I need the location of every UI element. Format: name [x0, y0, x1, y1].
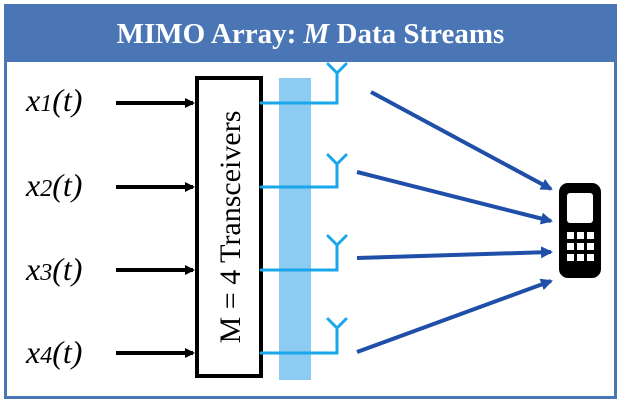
diagram-title: MIMO Array: M Data Streams [7, 7, 614, 62]
beam-arrow-1 [370, 90, 553, 191]
input-label-2: x2(t) [25, 167, 82, 203]
antenna-icon [326, 317, 348, 331]
title-prefix: MIMO Array: [116, 18, 304, 50]
title-italic: M [303, 18, 330, 50]
input-labels: x1(t) x2(t) x3(t) x4(t) [25, 82, 82, 370]
antenna-feed-1 [259, 62, 348, 105]
feed-network-bar [279, 78, 311, 380]
antenna-feed-2 [259, 153, 348, 189]
antenna-icon [326, 234, 348, 248]
input-label-4: x4(t) [25, 334, 82, 370]
title-suffix: Data Streams [329, 18, 505, 50]
transceiver-label: M = 4 Transceivers [214, 111, 247, 344]
transceiver-box [195, 76, 263, 378]
mobile-phone-icon [559, 183, 601, 278]
input-label-1: x1(t) [25, 82, 82, 118]
antenna-feed-4 [259, 317, 348, 355]
beam-arrow-2 [356, 170, 553, 225]
antenna-icon [326, 62, 348, 76]
antenna-icon [326, 153, 348, 167]
input-label-3: x3(t) [25, 251, 82, 287]
beam-arrow-3 [356, 246, 553, 260]
beam-arrow-4 [356, 278, 553, 354]
antenna-feed-3 [259, 234, 348, 272]
